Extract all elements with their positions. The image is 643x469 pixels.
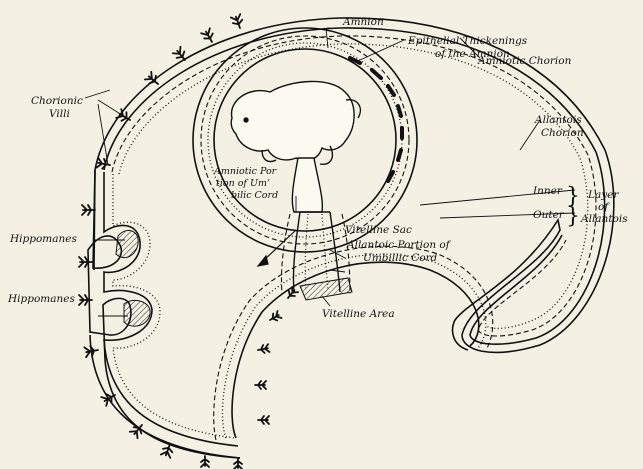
label-amniotic-chorion: Amniotic Chorion <box>477 55 572 67</box>
label-chorionic-villi-line1: Chorionic <box>31 95 83 107</box>
villus <box>258 416 269 424</box>
villus <box>79 257 92 267</box>
thickening-mark <box>388 86 394 95</box>
allantois-inner-wall-dashed <box>214 246 493 440</box>
chorionic-villi <box>79 14 298 469</box>
label-amniotic-portion-line2: tion of Um’ <box>216 178 270 189</box>
villus <box>234 458 242 469</box>
thickening-mark <box>398 150 401 160</box>
villus <box>201 456 209 467</box>
villus <box>84 345 99 357</box>
cord-arrow <box>258 230 296 266</box>
chorion-dashed-1 <box>112 36 596 336</box>
label-hippomanes-lower: Hippomanes <box>7 293 75 305</box>
label-allantoic-portion-line1: Allantoic Portion of <box>346 239 452 251</box>
label-amniotic-portion-line1: Amniotic Por <box>213 166 278 177</box>
label-layer-line2: of <box>598 201 610 213</box>
embryo <box>231 81 360 164</box>
thickening-mark <box>372 70 381 78</box>
chorion-outline <box>88 18 614 458</box>
embryo-body <box>231 81 354 160</box>
label-allantoic-portion-line2: Umbillic Cord <box>363 252 438 264</box>
label-inner: Inner <box>532 185 563 197</box>
chorion-dotted-1 <box>119 44 588 329</box>
label-epithelial-line1: Epithelial Thickenings <box>407 35 528 47</box>
embryo-eye <box>244 118 248 122</box>
brace-lower: } <box>566 204 580 229</box>
label-hippomanes-upper: Hippomanes <box>9 233 77 245</box>
chorion-outer-line-2 <box>104 28 605 344</box>
label-allantois-chorion-line2: Chorion <box>541 127 584 139</box>
label-vitelline-area: Vitelline Area <box>322 308 395 320</box>
thickening-mark <box>388 172 393 181</box>
villus <box>257 344 269 354</box>
villus <box>268 311 282 323</box>
label-chorionic-villi-line2: Villi <box>49 108 70 120</box>
thickening-mark <box>398 106 401 116</box>
hippomanes-lower-shape <box>124 300 150 326</box>
label-vitelline-sac: Vitelline Sac <box>345 224 412 236</box>
villus <box>82 205 95 215</box>
label-layer-line1: Layer <box>587 189 619 201</box>
amniotic-cord-stalk <box>292 158 322 212</box>
allantois-inner-wall <box>232 262 479 438</box>
label-layer-line3: Allantois <box>580 213 628 225</box>
hippomanes-upper-shape <box>116 230 138 257</box>
label-amniotic-portion-line3: bilic Cord <box>231 190 278 201</box>
vitelline-area-hatch <box>300 278 352 300</box>
label-outer: Outer <box>533 209 565 221</box>
chorion-outer-line <box>88 18 614 458</box>
villus <box>201 28 216 44</box>
villus <box>96 158 111 170</box>
villus <box>231 14 245 30</box>
leader-lines <box>85 28 575 316</box>
villus <box>285 287 298 301</box>
villus <box>255 381 266 389</box>
label-allantois-chorion-line1: Allantois <box>534 114 582 126</box>
label-amnion: Amnion <box>342 16 384 28</box>
